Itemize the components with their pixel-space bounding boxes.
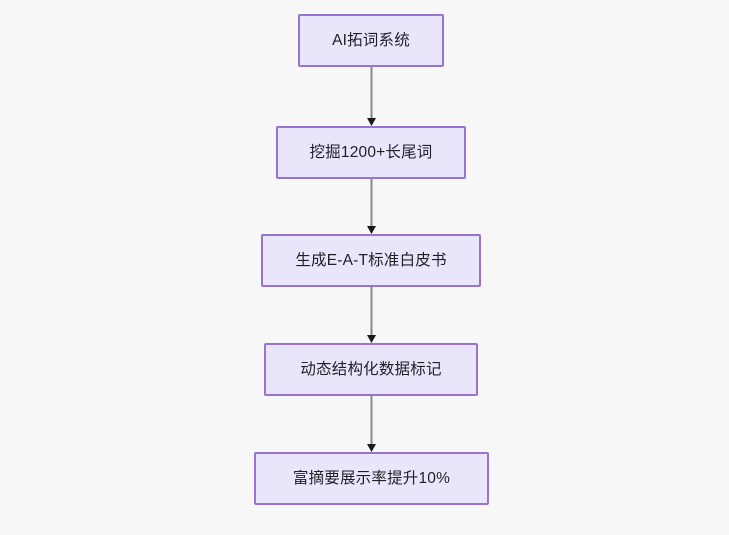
arrow-down-icon <box>367 396 376 452</box>
edge-n4-n5 <box>366 396 377 452</box>
edge-n2-n3 <box>366 179 377 234</box>
flow-node-label: 动态结构化数据标记 <box>300 360 442 378</box>
flow-node-ai-keyword-system[interactable]: AI拓词系统 <box>298 14 444 67</box>
edge-n1-n2 <box>366 67 377 126</box>
flow-node-label: 挖掘1200+长尾词 <box>309 143 433 161</box>
arrow-down-icon <box>367 67 376 126</box>
flow-node-rich-snippet-rate-increase[interactable]: 富摘要展示率提升10% <box>254 452 489 505</box>
flow-node-label: 富摘要展示率提升10% <box>292 469 451 487</box>
flow-node-dynamic-structured-data-markup[interactable]: 动态结构化数据标记 <box>264 343 478 396</box>
flow-node-mine-longtail-keywords[interactable]: 挖掘1200+长尾词 <box>276 126 466 179</box>
arrow-down-icon <box>367 179 376 234</box>
flow-node-label: AI拓词系统 <box>332 31 410 49</box>
arrow-down-icon <box>367 287 376 343</box>
edge-n3-n4 <box>366 287 377 343</box>
flow-node-label: 生成E-A-T标准白皮书 <box>295 251 447 269</box>
flow-node-generate-eat-whitepaper[interactable]: 生成E-A-T标准白皮书 <box>261 234 481 287</box>
